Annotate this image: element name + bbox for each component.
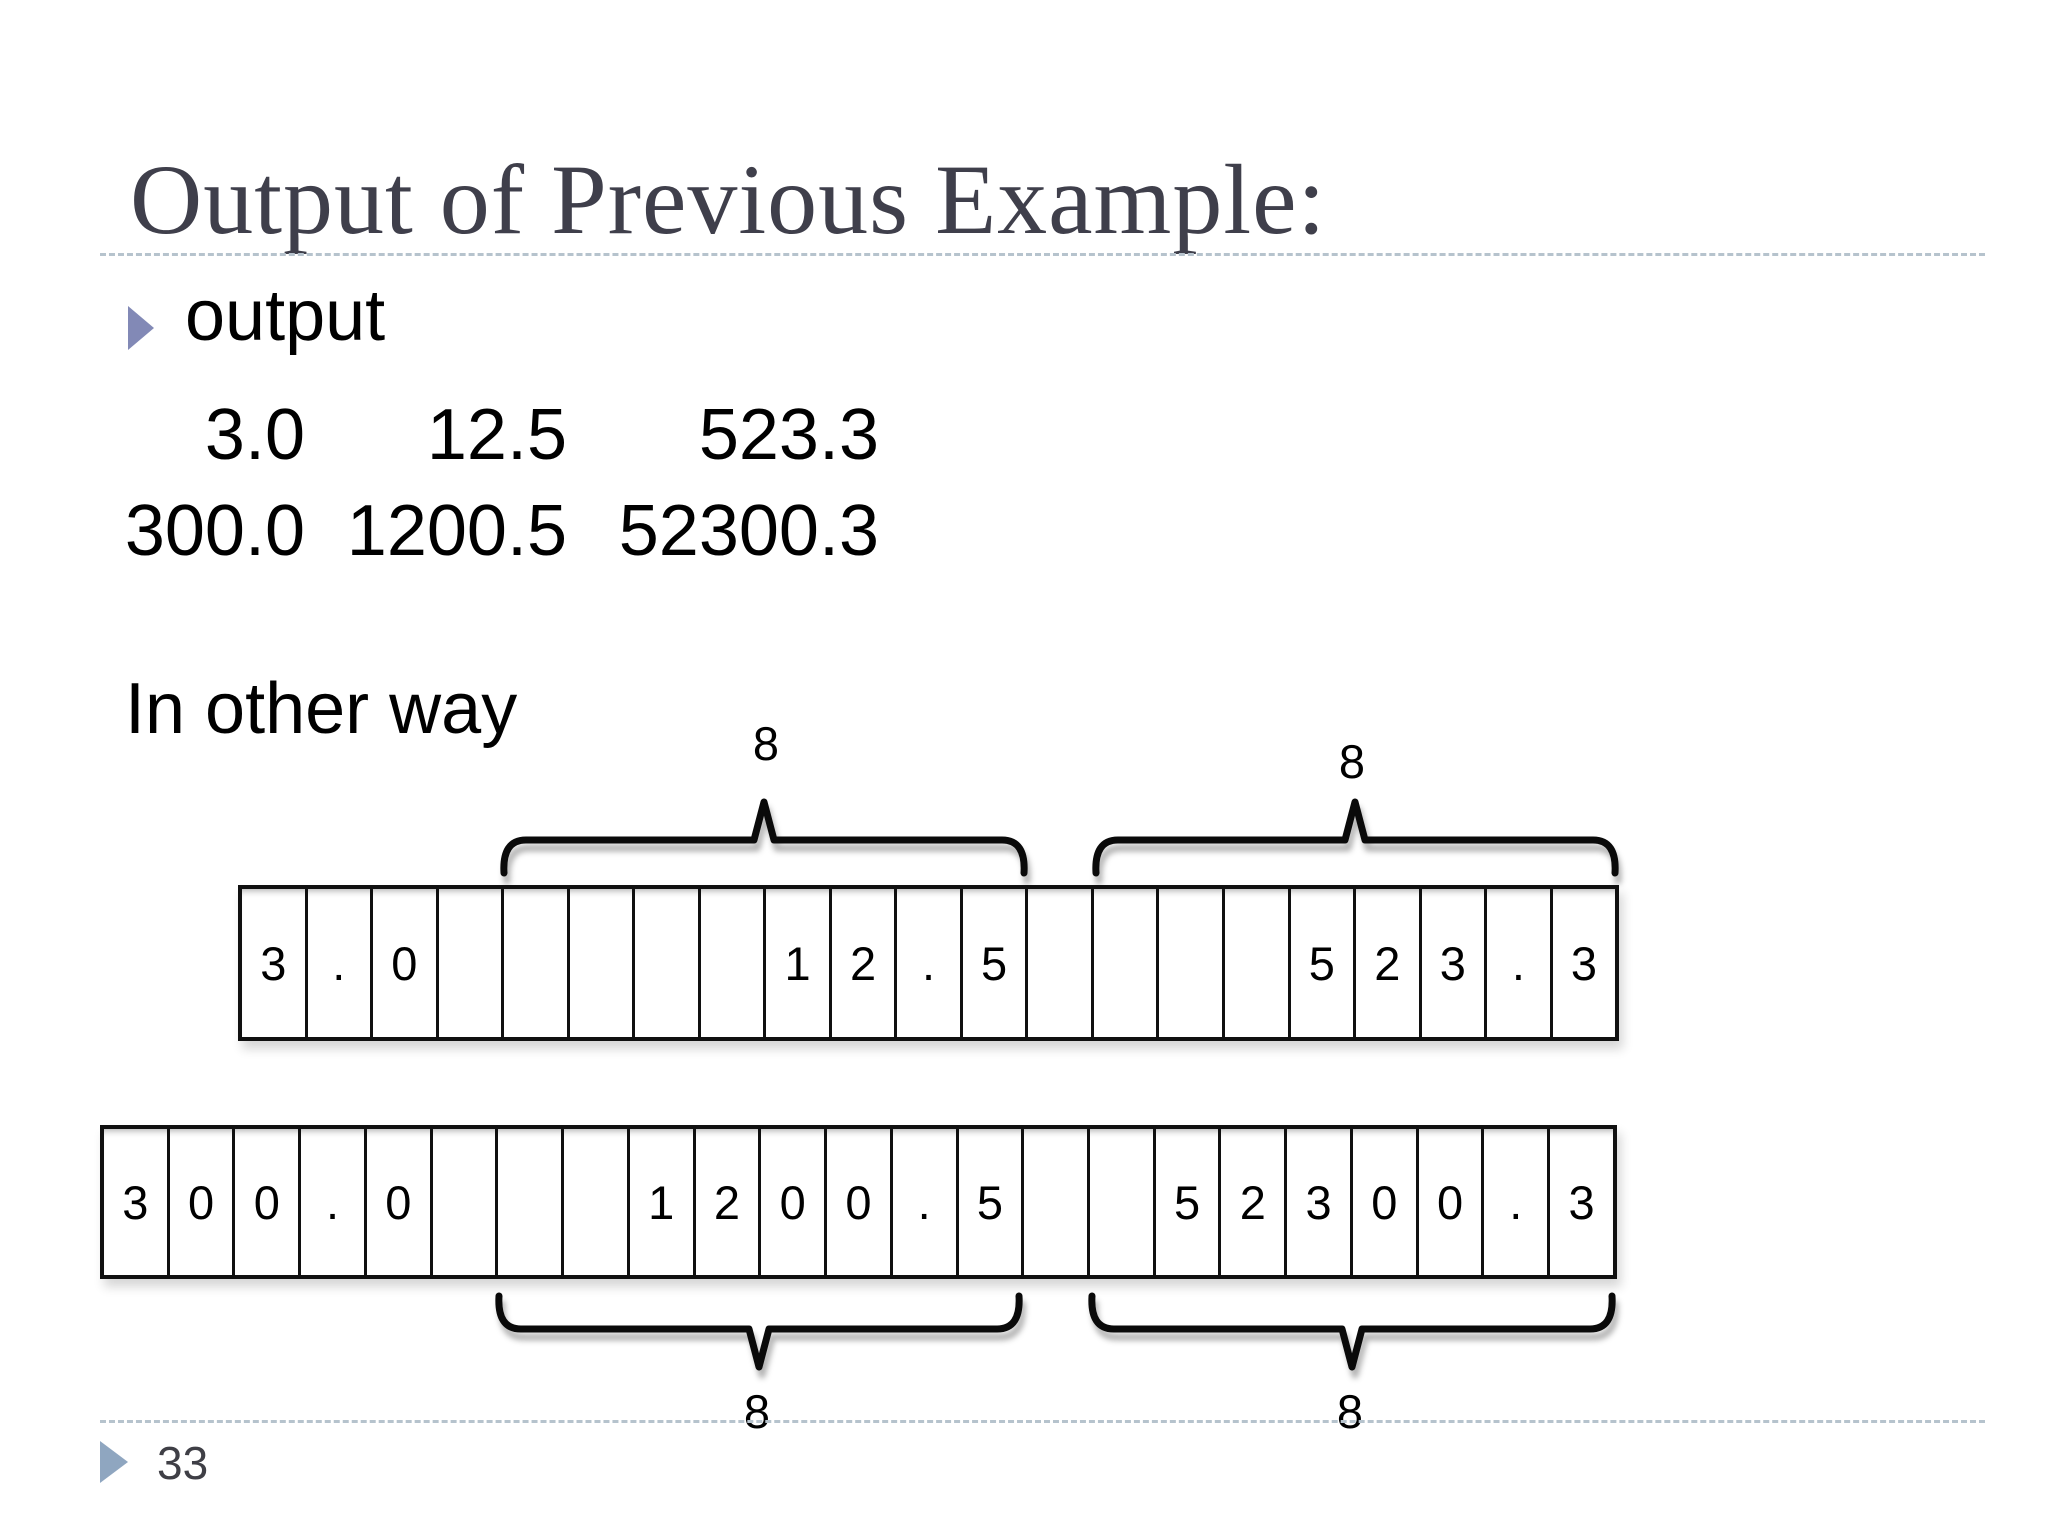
grid-cell: 2 — [1218, 1129, 1284, 1275]
width-label-bottom-1: 8 — [743, 1385, 771, 1438]
grid-cell: . — [304, 889, 371, 1037]
grid-cell: . — [1484, 889, 1550, 1037]
grid-cell: 2 — [828, 889, 895, 1037]
page-number: 33 — [157, 1437, 209, 1489]
grid-cell: 5 — [1152, 1129, 1219, 1275]
bullet-arrow-icon — [128, 306, 154, 350]
grid-cell — [495, 1129, 561, 1275]
brace-top-1 — [500, 798, 1028, 877]
grid-cell: 0 — [1349, 1129, 1416, 1275]
brace-bottom-2 — [1088, 1292, 1616, 1371]
grid-cell: 3 — [122, 1175, 149, 1229]
grid-cell — [435, 889, 502, 1037]
grid-cell: 3 — [1418, 889, 1485, 1037]
grid-cell — [1221, 889, 1288, 1037]
grid-cell: 3 — [1547, 1129, 1613, 1275]
grid-cell — [697, 889, 764, 1037]
grid-cell — [561, 1129, 627, 1275]
output-values: 3.0 12.5 523.3 300.0 1200.5 52300.3 — [100, 387, 879, 579]
width-label-top-2: 8 — [1338, 735, 1366, 788]
grid-cell — [1025, 889, 1091, 1037]
grid-cell: 0 — [166, 1129, 233, 1275]
in-other-way-label: In other way — [125, 669, 518, 749]
grid-cell: 3 — [1549, 889, 1616, 1037]
page-number-arrow-icon — [100, 1441, 128, 1483]
output-values-line: 3.0 12.5 523.3 — [100, 387, 879, 483]
grid-cell: 0 — [824, 1129, 890, 1275]
grid-cell — [566, 889, 633, 1037]
output-value: 52300.3 — [618, 491, 879, 571]
grid-cell: 0 — [232, 1129, 298, 1275]
width-label-bottom-2: 8 — [1336, 1385, 1364, 1438]
output-value: 1200.5 — [346, 491, 567, 571]
grid-cell: 2 — [692, 1129, 759, 1275]
grid-cell: 0 — [1415, 1129, 1482, 1275]
width-label-top-1: 8 — [752, 717, 780, 770]
grid-cell: . — [298, 1129, 364, 1275]
page-title: Output of Previous Example: — [130, 144, 1327, 255]
grid-cell — [501, 889, 567, 1037]
grid-cell: . — [889, 1129, 956, 1275]
grid-cell — [1090, 889, 1157, 1037]
grid-cell: . — [894, 889, 960, 1037]
grid-cell: 3 — [260, 936, 287, 990]
grid-cell: . — [1481, 1129, 1547, 1275]
grid-cell — [1021, 1129, 1087, 1275]
output-value: 300.0 — [124, 491, 305, 571]
title-divider — [100, 253, 1985, 256]
brace-top-2 — [1092, 798, 1619, 877]
brace-bottom-1 — [495, 1292, 1023, 1371]
output-value: 523.3 — [698, 395, 879, 475]
grid-cell: 0 — [370, 889, 436, 1037]
grid-cell: 5 — [1287, 889, 1354, 1037]
footer-divider — [100, 1420, 1985, 1423]
grid-cell: 3 — [1284, 1129, 1350, 1275]
grid-cell: 5 — [955, 1129, 1022, 1275]
output-values-line: 300.0 1200.5 52300.3 — [100, 483, 879, 579]
output-value: 3.0 — [204, 395, 305, 475]
grid-cell: 2 — [1353, 889, 1419, 1037]
grid-cell: 1 — [626, 1129, 693, 1275]
grid-cell: 0 — [363, 1129, 430, 1275]
grid-cell — [1087, 1129, 1153, 1275]
bullet-item-output: output — [185, 276, 386, 356]
grid-cell: 1 — [763, 889, 829, 1037]
grid-cell: 0 — [758, 1129, 824, 1275]
grid-cell — [632, 889, 698, 1037]
output-value: 12.5 — [426, 395, 567, 475]
grid-cell: 5 — [959, 889, 1026, 1037]
grid-cell — [429, 1129, 496, 1275]
grid-cell — [1156, 889, 1222, 1037]
